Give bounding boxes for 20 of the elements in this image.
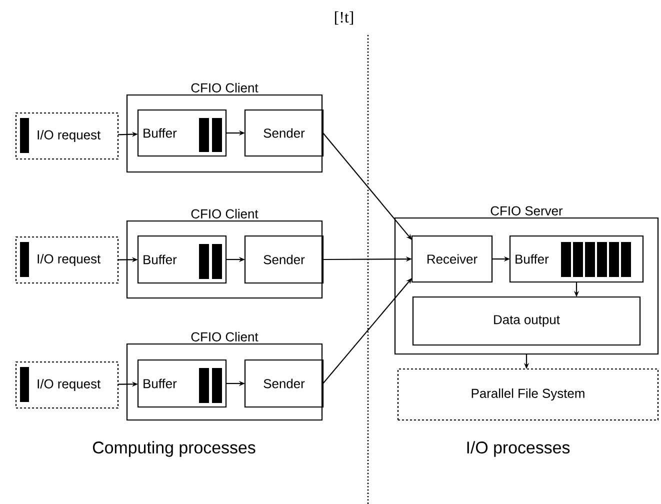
node-label: CFIO Client — [191, 208, 258, 218]
node-label: CFIO Server — [490, 206, 563, 216]
storage-box: Parallel File System — [397, 368, 659, 421]
process-box: Sender — [244, 109, 324, 157]
request-box: I/O request — [15, 236, 119, 284]
buffer-box: Buffer — [137, 359, 227, 408]
process-box: Sender — [244, 235, 324, 284]
node-label: CFIO Client — [191, 82, 258, 92]
process-box: Receiver — [411, 235, 493, 283]
buffer-box: Buffer — [509, 235, 644, 283]
label: [!t] — [335, 11, 353, 25]
node-label: CFIO Client — [191, 332, 258, 342]
request-box: I/O request — [15, 112, 119, 160]
process-box: Sender — [244, 359, 324, 408]
request-box: I/O request — [15, 361, 119, 409]
process-box: Data output — [412, 296, 641, 346]
section-label: I/O processes — [467, 441, 570, 457]
buffer-box: Buffer — [137, 235, 227, 284]
buffer-box: Buffer — [137, 109, 227, 157]
section-label: Computing processes — [92, 441, 256, 457]
